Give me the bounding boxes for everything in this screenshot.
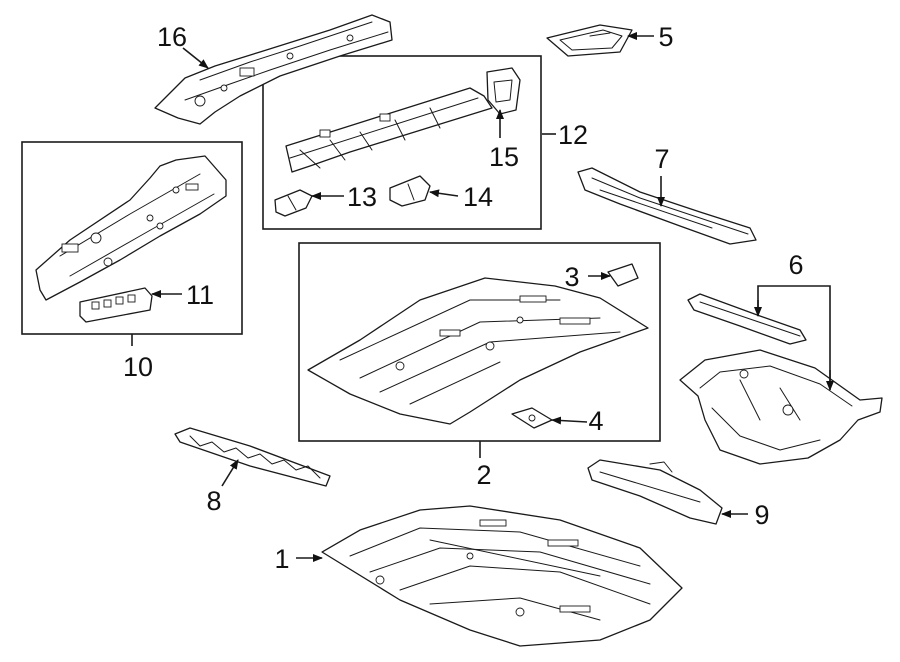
part-3-bracket xyxy=(607,263,639,287)
part-7-rail xyxy=(577,167,757,245)
part-15-bracket xyxy=(486,67,521,115)
callout-labels: 16 5 12 15 13 14 7 11 10 3 4 6 2 8 9 1 xyxy=(123,22,804,574)
group-box-12 xyxy=(262,55,542,230)
callout-12: 12 xyxy=(558,120,588,150)
part-12-crossmember xyxy=(285,87,493,173)
callout-2: 2 xyxy=(476,460,491,490)
part-6-spare-tub xyxy=(679,349,883,465)
callout-13: 13 xyxy=(347,182,377,212)
callout-14: 14 xyxy=(463,182,493,212)
leader-lines xyxy=(131,32,834,562)
part-5-bracket xyxy=(546,24,633,57)
part-4-bracket xyxy=(511,407,553,429)
callout-5: 5 xyxy=(658,22,673,52)
callout-8: 8 xyxy=(206,486,221,516)
part-11-plate xyxy=(79,287,153,323)
part-8-rail xyxy=(174,427,331,487)
callout-15: 15 xyxy=(489,142,519,172)
part-9-rail xyxy=(587,459,723,525)
part-16-rail xyxy=(154,14,393,125)
callout-1: 1 xyxy=(274,544,289,574)
part-10-front-rail xyxy=(35,155,227,301)
callout-9: 9 xyxy=(754,500,769,530)
part-14-bracket xyxy=(389,175,431,207)
part-1-floor-pan xyxy=(321,505,683,647)
callout-10: 10 xyxy=(123,352,153,382)
callout-6: 6 xyxy=(788,250,803,280)
part-13-bracket xyxy=(274,189,313,217)
callout-7: 7 xyxy=(654,144,669,174)
callout-11: 11 xyxy=(186,280,214,310)
callout-16: 16 xyxy=(157,22,187,52)
part-2-floor-pan xyxy=(307,277,649,425)
callout-4: 4 xyxy=(588,406,603,436)
part-6-rear-rail xyxy=(687,293,807,345)
callout-3: 3 xyxy=(564,262,579,292)
